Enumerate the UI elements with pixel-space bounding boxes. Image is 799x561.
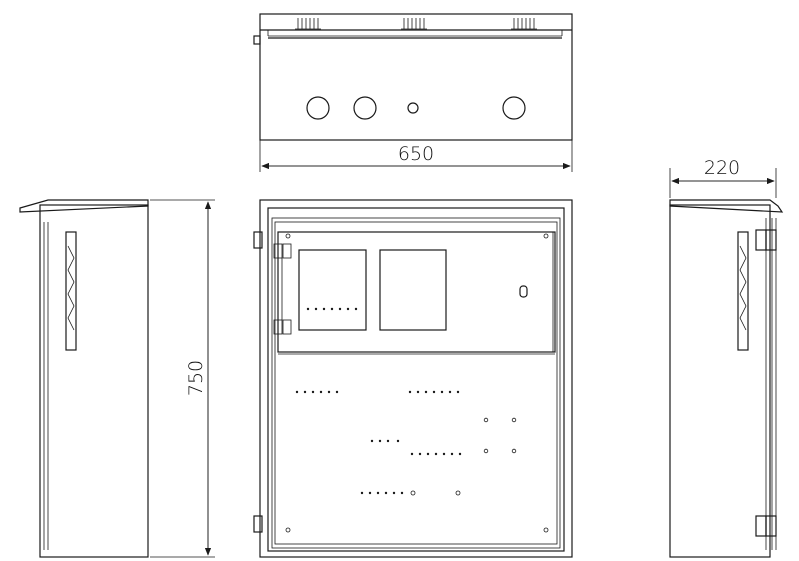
depth-dimension: 220 xyxy=(669,157,777,198)
cable-hole-2 xyxy=(353,96,377,120)
width-dimension: 650 xyxy=(259,140,573,172)
side-hinge-bottom xyxy=(755,515,767,537)
cable-hole-3 xyxy=(502,96,526,120)
right-side-view xyxy=(669,199,784,558)
meter-window-left xyxy=(298,249,367,331)
side-louvre xyxy=(65,231,77,351)
vent-group-center xyxy=(401,18,427,30)
door-hinge-bottom xyxy=(253,515,263,533)
front-view xyxy=(253,199,573,558)
width-label: 650 xyxy=(398,143,434,165)
left-side-view xyxy=(19,199,149,558)
cable-hole-1 xyxy=(306,96,330,120)
depth-label: 220 xyxy=(704,157,740,179)
side-hinge-top xyxy=(755,229,767,251)
mounting-holes xyxy=(295,307,462,495)
vent-group-right xyxy=(511,18,537,30)
door-lock xyxy=(519,285,528,298)
height-dimension: 750 xyxy=(150,199,215,558)
meter-window-right xyxy=(379,249,447,331)
cable-hole-small xyxy=(407,102,419,114)
height-label: 750 xyxy=(185,360,207,396)
door-hinge-top xyxy=(253,231,263,249)
small-holes xyxy=(410,417,517,496)
mounting-plate xyxy=(277,231,556,353)
top-view xyxy=(253,13,573,141)
vent-group-left xyxy=(295,18,321,30)
side-louvre-right xyxy=(737,231,749,351)
